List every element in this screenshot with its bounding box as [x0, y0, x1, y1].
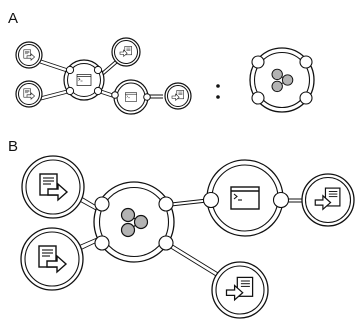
colon-separator: [216, 84, 220, 99]
panel-a-output-node-right: [164, 82, 192, 110]
panel-b-workflow: [20, 155, 355, 319]
panel-b-label: B: [8, 138, 18, 155]
panel-a-center-node: [63, 59, 105, 101]
panel-b-input-node-top: [21, 155, 85, 219]
panel-a-input-node-bottom: [15, 80, 43, 108]
panel-a-input-node-top: [15, 41, 43, 69]
terminal-window-icon: [230, 186, 260, 210]
panel-a-workflow: [15, 37, 315, 115]
panel-a-output-node-top: [111, 37, 141, 67]
terminal-window-icon: [125, 92, 137, 102]
panel-b-input-node-bottom: [20, 227, 84, 291]
panel-a-terminal-node: [111, 79, 151, 115]
terminal-window-icon: [76, 74, 92, 86]
panel-b-output-node-right: [301, 173, 355, 227]
panel-b-output-node-bottom: [211, 261, 269, 319]
panel-a-label: A: [8, 10, 18, 27]
panel-b-graph-node: [93, 181, 175, 263]
panel-a-graph-node: [249, 47, 315, 113]
panel-b-terminal-node: [202, 159, 290, 237]
